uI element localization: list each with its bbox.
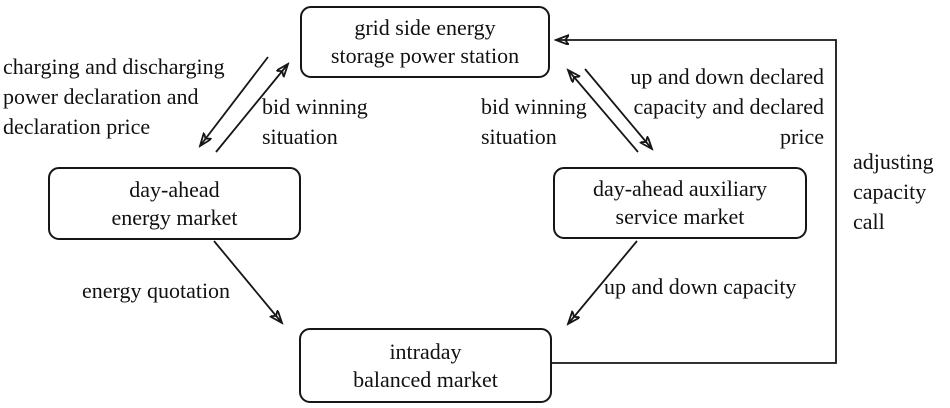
node-day-ahead-energy-market: day-ahead energy market — [48, 167, 301, 240]
node-intraday-balanced-market: intraday balanced market — [299, 328, 552, 403]
arrow-charging-declaration — [200, 56, 269, 146]
arrow-bid-winning-left — [215, 64, 288, 153]
label-up-down-capacity: up and down capacity — [604, 274, 797, 299]
node-grid-storage-station: grid side energy storage power station — [300, 6, 550, 78]
arrow-declared-capacity — [584, 68, 652, 149]
label-bid-winning-right: bid winning situation — [481, 94, 587, 149]
arrow-adjusting-capacity-call — [552, 40, 837, 364]
node-day-ahead-auxiliary-market: day-ahead auxiliary service market — [553, 167, 807, 239]
label-declared-capacity: up and down declared capacity and declar… — [630, 64, 824, 149]
arrow-bid-winning-right — [568, 70, 639, 153]
label-energy-quotation: energy quotation — [82, 278, 231, 303]
label-charging-declaration: charging and discharging power declarati… — [3, 54, 225, 139]
label-bid-winning-left: bid winning situation — [262, 94, 368, 149]
label-adjusting-capacity-call: adjusting capacity call — [853, 149, 934, 234]
arrow-energy-quotation — [213, 240, 282, 323]
arrow-up-down-capacity — [568, 240, 638, 324]
